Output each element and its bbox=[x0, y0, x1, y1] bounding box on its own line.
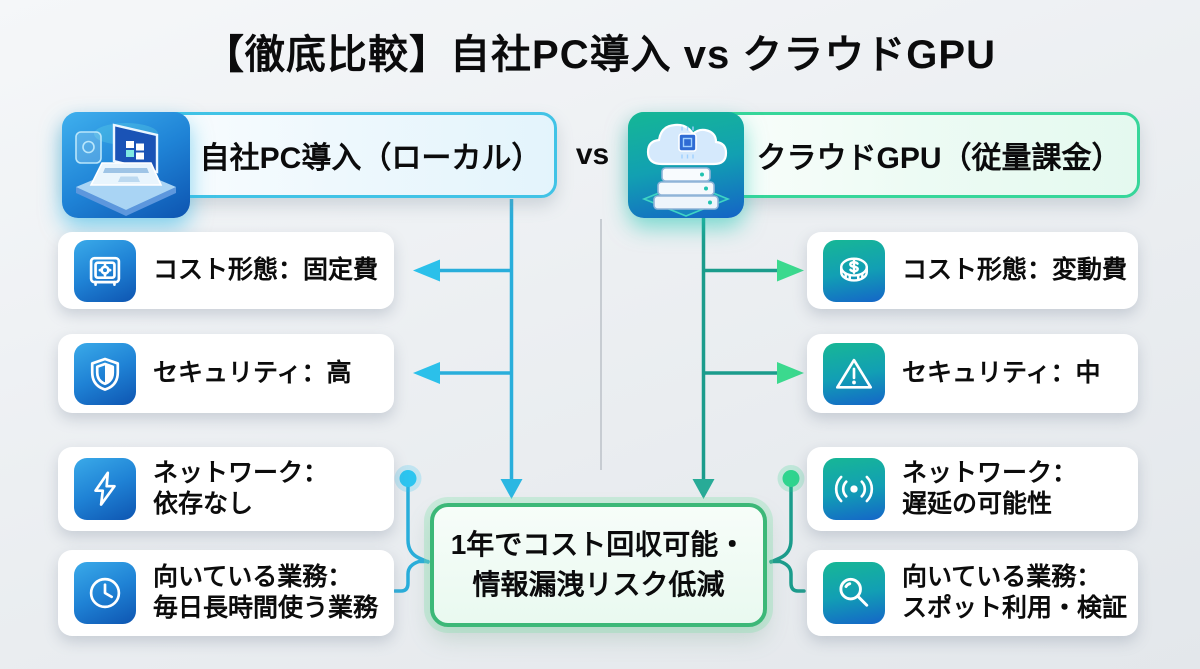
page-title: 【徹底比較】自社PC導入 vs クラウドGPU bbox=[204, 33, 996, 77]
card-usecase-right: 向いている業務： スポット利用・検証 bbox=[807, 550, 1138, 636]
versus-label: vs bbox=[575, 138, 610, 171]
card-security-left: セキュリティ：高 bbox=[58, 334, 394, 413]
shield-icon bbox=[74, 342, 136, 405]
right-arrow-row2-head bbox=[777, 362, 804, 384]
header-cloud-gpu: クラウドGPU（従量課金） bbox=[628, 112, 1140, 218]
right-node-halo bbox=[777, 465, 805, 492]
lightning-icon bbox=[74, 458, 136, 520]
cloud-server-icon bbox=[628, 112, 744, 218]
card-usecase-left: 向いている業務： 毎日長時間使う業務 bbox=[58, 550, 394, 636]
header-cloud-gpu-label: クラウドGPU（従量課金） bbox=[756, 142, 1122, 175]
card-cost-right: コスト形態：変動費 bbox=[807, 232, 1138, 309]
conclusion-box: 1年でコスト回収可能・ 情報漏洩リスク低減 bbox=[430, 503, 767, 627]
left-brace-lower bbox=[393, 559, 430, 593]
laptop-icon bbox=[62, 112, 190, 218]
right-node-dot bbox=[782, 470, 800, 487]
clock-icon bbox=[74, 562, 136, 624]
left-arrow-row1-head bbox=[413, 259, 440, 282]
left-brace-upper bbox=[406, 484, 430, 564]
safe-icon bbox=[74, 239, 136, 302]
left-down-arrow bbox=[500, 479, 523, 499]
card-network-right: ネットワーク： 遅延の可能性 bbox=[807, 447, 1138, 531]
card-usecase-right-text: 向いている業務： スポット利用・検証 bbox=[902, 563, 1128, 622]
card-network-left: ネットワーク： 依存なし bbox=[58, 447, 394, 531]
card-security-left-text: セキュリティ：高 bbox=[153, 359, 352, 387]
conclusion-line-2: 情報漏洩リスク低減 bbox=[472, 569, 725, 600]
left-arrow-row2-head bbox=[413, 362, 440, 384]
signal-icon bbox=[823, 458, 885, 520]
card-security-right: セキュリティ：中 bbox=[807, 334, 1138, 413]
search-icon bbox=[823, 562, 885, 624]
left-node-halo bbox=[394, 465, 422, 492]
right-down-arrow bbox=[692, 479, 715, 499]
right-brace-upper bbox=[769, 484, 793, 564]
right-brace-lower bbox=[769, 559, 806, 593]
card-cost-right-text: コスト形態：変動費 bbox=[902, 256, 1128, 284]
right-arrow-row1-head bbox=[777, 259, 804, 282]
left-node-dot bbox=[399, 470, 417, 487]
card-cost-left: コスト形態：固定費 bbox=[58, 232, 394, 309]
card-network-left-text: ネットワーク： 依存なし bbox=[153, 459, 329, 518]
header-local-pc: 自社PC導入（ローカル） bbox=[62, 112, 557, 218]
card-usecase-left-text: 向いている業務： 毎日長時間使う業務 bbox=[153, 563, 379, 622]
conclusion-line-1: 1年でコスト回収可能・ bbox=[450, 529, 747, 561]
card-cost-left-text: コスト形態：固定費 bbox=[153, 256, 379, 284]
coin-icon bbox=[823, 239, 885, 302]
warning-icon bbox=[823, 342, 885, 405]
card-network-right-text: ネットワーク： 遅延の可能性 bbox=[902, 459, 1078, 518]
header-local-pc-label: 自社PC導入（ローカル） bbox=[199, 142, 542, 175]
card-security-right-text: セキュリティ：中 bbox=[902, 359, 1101, 387]
